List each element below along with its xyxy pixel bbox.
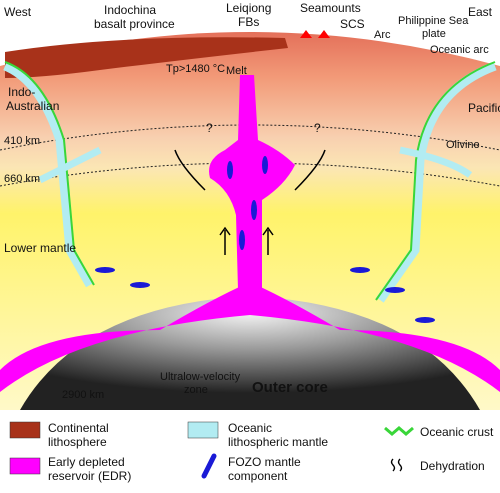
slab-ptrans-east [399,146,473,178]
label-temp: Tp>1480 °C [166,63,225,75]
edr-plume [209,75,295,290]
label-pacific: Pacific [468,101,500,115]
660km-boundary [0,162,500,187]
label-scs: SCS [340,17,365,31]
label-leiqiong-2: FBs [238,15,259,29]
legend-swatch-continental [9,421,41,439]
legend-swatch-dehydration [390,458,403,472]
label-q-left: ? [206,121,213,135]
label-outer-core: Outer core [252,379,328,396]
410km-boundary [0,124,500,151]
legend-oceanic-litho-1: Oceanic [228,421,272,435]
slab-east-crust [375,61,496,301]
label-q-right: ? [314,121,321,135]
flow-arrows [174,149,326,255]
legend-swatch-edr [9,457,41,475]
legend-swatch-oceanic-litho [187,421,219,439]
label-ulvz-1: Ultralow-velocity [160,371,241,383]
label-lower-mantle: Lower mantle [4,241,76,255]
label-philippine-2: plate [422,28,446,40]
label-melt: Melt [226,65,247,77]
label-indochina-2: basalt province [94,17,175,31]
label-indochina-1: Indochina [104,3,156,17]
label-philippine-1: Philippine Sea [398,15,469,27]
label-660km: 660 km [4,173,40,185]
label-2900km: 2900 km [62,389,104,401]
label-seamounts: Seamounts [300,1,361,15]
label-indo-1: Indo- [8,85,35,99]
legend-dehydration: Dehydration [420,459,485,473]
edr-basal-layer [0,282,500,392]
label-west: West [4,5,32,19]
continental-lithosphere [5,37,288,78]
label-leiqiong-1: Leiqiong [226,1,271,15]
fozo-blobs [95,156,435,323]
slab-west-crust [4,61,95,286]
label-olivine: Olivine [446,139,480,151]
legend-swatch-oceanic-crust [384,426,414,436]
legend-fozo-1: FOZO mantle [228,455,301,469]
outer-core [20,296,480,410]
surface-marks [300,30,330,38]
slab-ptrans-west [38,146,102,184]
label-arc: Arc [374,29,391,41]
label-indo-2: Australian [6,99,59,113]
legend-swatch-fozo [201,453,217,479]
legend-oceanic-litho-2: lithospheric mantle [228,435,328,449]
slab-west [3,61,94,288]
legend: Continental lithosphere Oceanic lithosph… [9,421,494,483]
legend-continental-1: Continental [48,421,109,435]
legend-edr-2: reservoir (EDR) [48,469,131,483]
label-ulvz-2: zone [184,384,208,396]
legend-fozo-2: component [228,469,288,483]
label-east: East [468,5,493,19]
legend-oceanic-crust: Oceanic crust [420,425,494,439]
legend-edr-1: Early depleted [48,455,125,469]
slab-east [376,61,497,303]
label-410km: 410 km [4,135,40,147]
label-oceanic-arc: Oceanic arc [430,44,489,56]
legend-continental-2: lithosphere [48,435,107,449]
